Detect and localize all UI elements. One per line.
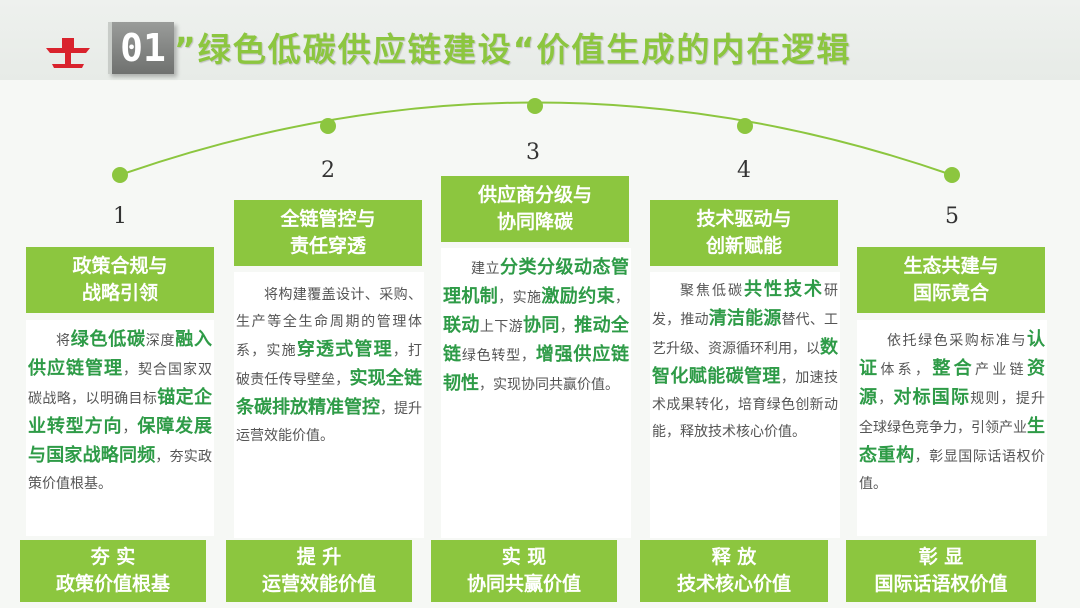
column-body: 聚焦低碳共性技术研发，推动清洁能源替代、工艺升级、资源循环利用，以数智化赋能碳管…: [650, 272, 840, 538]
body-text: ，加速技术成果转化，培育绿色创新动能，释放技术核心价值。: [652, 370, 839, 440]
body-text: 依托绿色采购标准与: [887, 333, 1027, 349]
body-text: ，彰显国际话语权价值。: [859, 449, 1046, 492]
highlight-text: 整合: [932, 358, 976, 379]
column-footer: 释 放技术核心价值: [640, 540, 828, 602]
column-body: 将绿色低碳深度融入供应链管理，契合国家双碳战略，以明确目标锚定企业转型方向，保障…: [26, 320, 214, 536]
column-heading: 全链管控与责任穿透: [234, 200, 422, 266]
body-text: ，打破责任传导壁垒，: [236, 343, 423, 388]
step-number: 4: [737, 158, 751, 183]
body-text: ，提升运营效能价值。: [236, 401, 422, 444]
timeline-node-4: [737, 118, 753, 134]
page-title: ”绿色低碳供应链建设“价值生成的内在逻辑: [174, 30, 852, 69]
timeline-node-1: [112, 167, 128, 183]
highlight-text: 激励约束: [541, 286, 616, 307]
column-footer: 提 升运营效能价值: [226, 540, 412, 602]
step-number: 3: [526, 140, 540, 165]
highlight-text: 对标国际: [893, 387, 971, 408]
timeline-node-2: [320, 118, 336, 134]
highlight-text: 共性技术: [744, 279, 824, 300]
column-body: 建立分类分级动态管理机制，实施激励约束，联动上下游协同，推动全链绿色转型，增强供…: [441, 248, 631, 538]
body-text: 将: [56, 333, 71, 349]
body-text: 替代、工艺升级、资源循环利用，以: [652, 312, 839, 357]
body-text: ，: [559, 319, 575, 335]
body-text: 深度: [145, 333, 176, 349]
body-text: 建立: [471, 261, 500, 277]
timeline-node-3: [527, 98, 543, 114]
highlight-text: 联动: [443, 315, 480, 336]
step-number: 5: [945, 204, 959, 229]
highlight-text: 融入供应链管理: [28, 329, 212, 379]
body-text: ，实现协同共赢价值。: [479, 377, 619, 393]
column-body: 依托绿色采购标准与认证体系，整合产业链资源，对标国际规则，提升全球绿色竞争力，引…: [857, 320, 1047, 536]
body-text: ，契合国家双碳战略，以明确目标: [28, 362, 212, 407]
body-text: 聚焦低碳: [680, 283, 744, 299]
highlight-text: 分类分级动态管理机制: [443, 257, 629, 307]
body-text: 产业链: [975, 362, 1028, 378]
column-heading: 供应商分级与协同降碳: [441, 176, 629, 242]
body-text: ，实施: [498, 290, 542, 306]
body-text: ，: [122, 420, 138, 436]
highlight-text: 推动全链: [443, 315, 630, 365]
body-text: ，夯实政策价值根基。: [28, 449, 213, 492]
highlight-text: 数智化赋能碳管理: [652, 337, 838, 387]
column-body: 将构建覆盖设计、采购、生产等全生命周期的管理体系，实施穿透式管理，打破责任传导壁…: [234, 272, 424, 538]
body-text: ，: [615, 290, 630, 306]
highlight-text: 穿透式管理: [296, 339, 393, 360]
highlight-text: 清洁能源: [708, 308, 782, 329]
highlight-text: 资源: [859, 358, 1046, 408]
highlight-text: 协同: [523, 315, 560, 336]
body-text: 规则，提升全球绿色竞争力，引领产业: [859, 391, 1046, 436]
body-text: 上下游: [479, 319, 524, 335]
step-number: 2: [321, 158, 335, 183]
body-text: 绿色转型，: [461, 348, 536, 364]
highlight-text: 增强供应链韧性: [443, 344, 630, 394]
highlight-text: 锚定企业转型方向: [28, 387, 213, 437]
column-heading: 政策合规与战略引领: [26, 247, 214, 313]
timeline-node-5: [944, 167, 960, 183]
column-footer: 实 现协同共赢价值: [431, 540, 617, 602]
highlight-text: 生态重构: [859, 416, 1045, 466]
body-text: 将构建覆盖设计、采购、生产等全生命周期的管理体系，实施: [236, 287, 422, 359]
column-heading: 技术驱动与创新赋能: [650, 200, 838, 266]
header-bar: 01 ”绿色低碳供应链建设“价值生成的内在逻辑: [0, 0, 1080, 80]
highlight-text: 保障发展与国家战略同频: [28, 416, 213, 466]
body-text: 体系，: [880, 362, 933, 378]
body-text: 研发，推动: [652, 283, 838, 328]
column-footer: 彰 显国际话语权价值: [846, 540, 1036, 602]
highlight-text: 认证: [859, 329, 1045, 379]
column-heading: 生态共建与国际竟合: [857, 247, 1045, 313]
highlight-text: 实现全链条碳排放精准管控: [236, 368, 423, 418]
company-logo-icon: [46, 38, 90, 68]
column-footer: 夯 实政策价值根基: [20, 540, 206, 602]
step-number: 1: [113, 204, 127, 229]
highlight-text: 绿色低碳: [70, 329, 146, 350]
section-number: 01: [108, 22, 174, 74]
body-text: ，: [878, 391, 894, 407]
